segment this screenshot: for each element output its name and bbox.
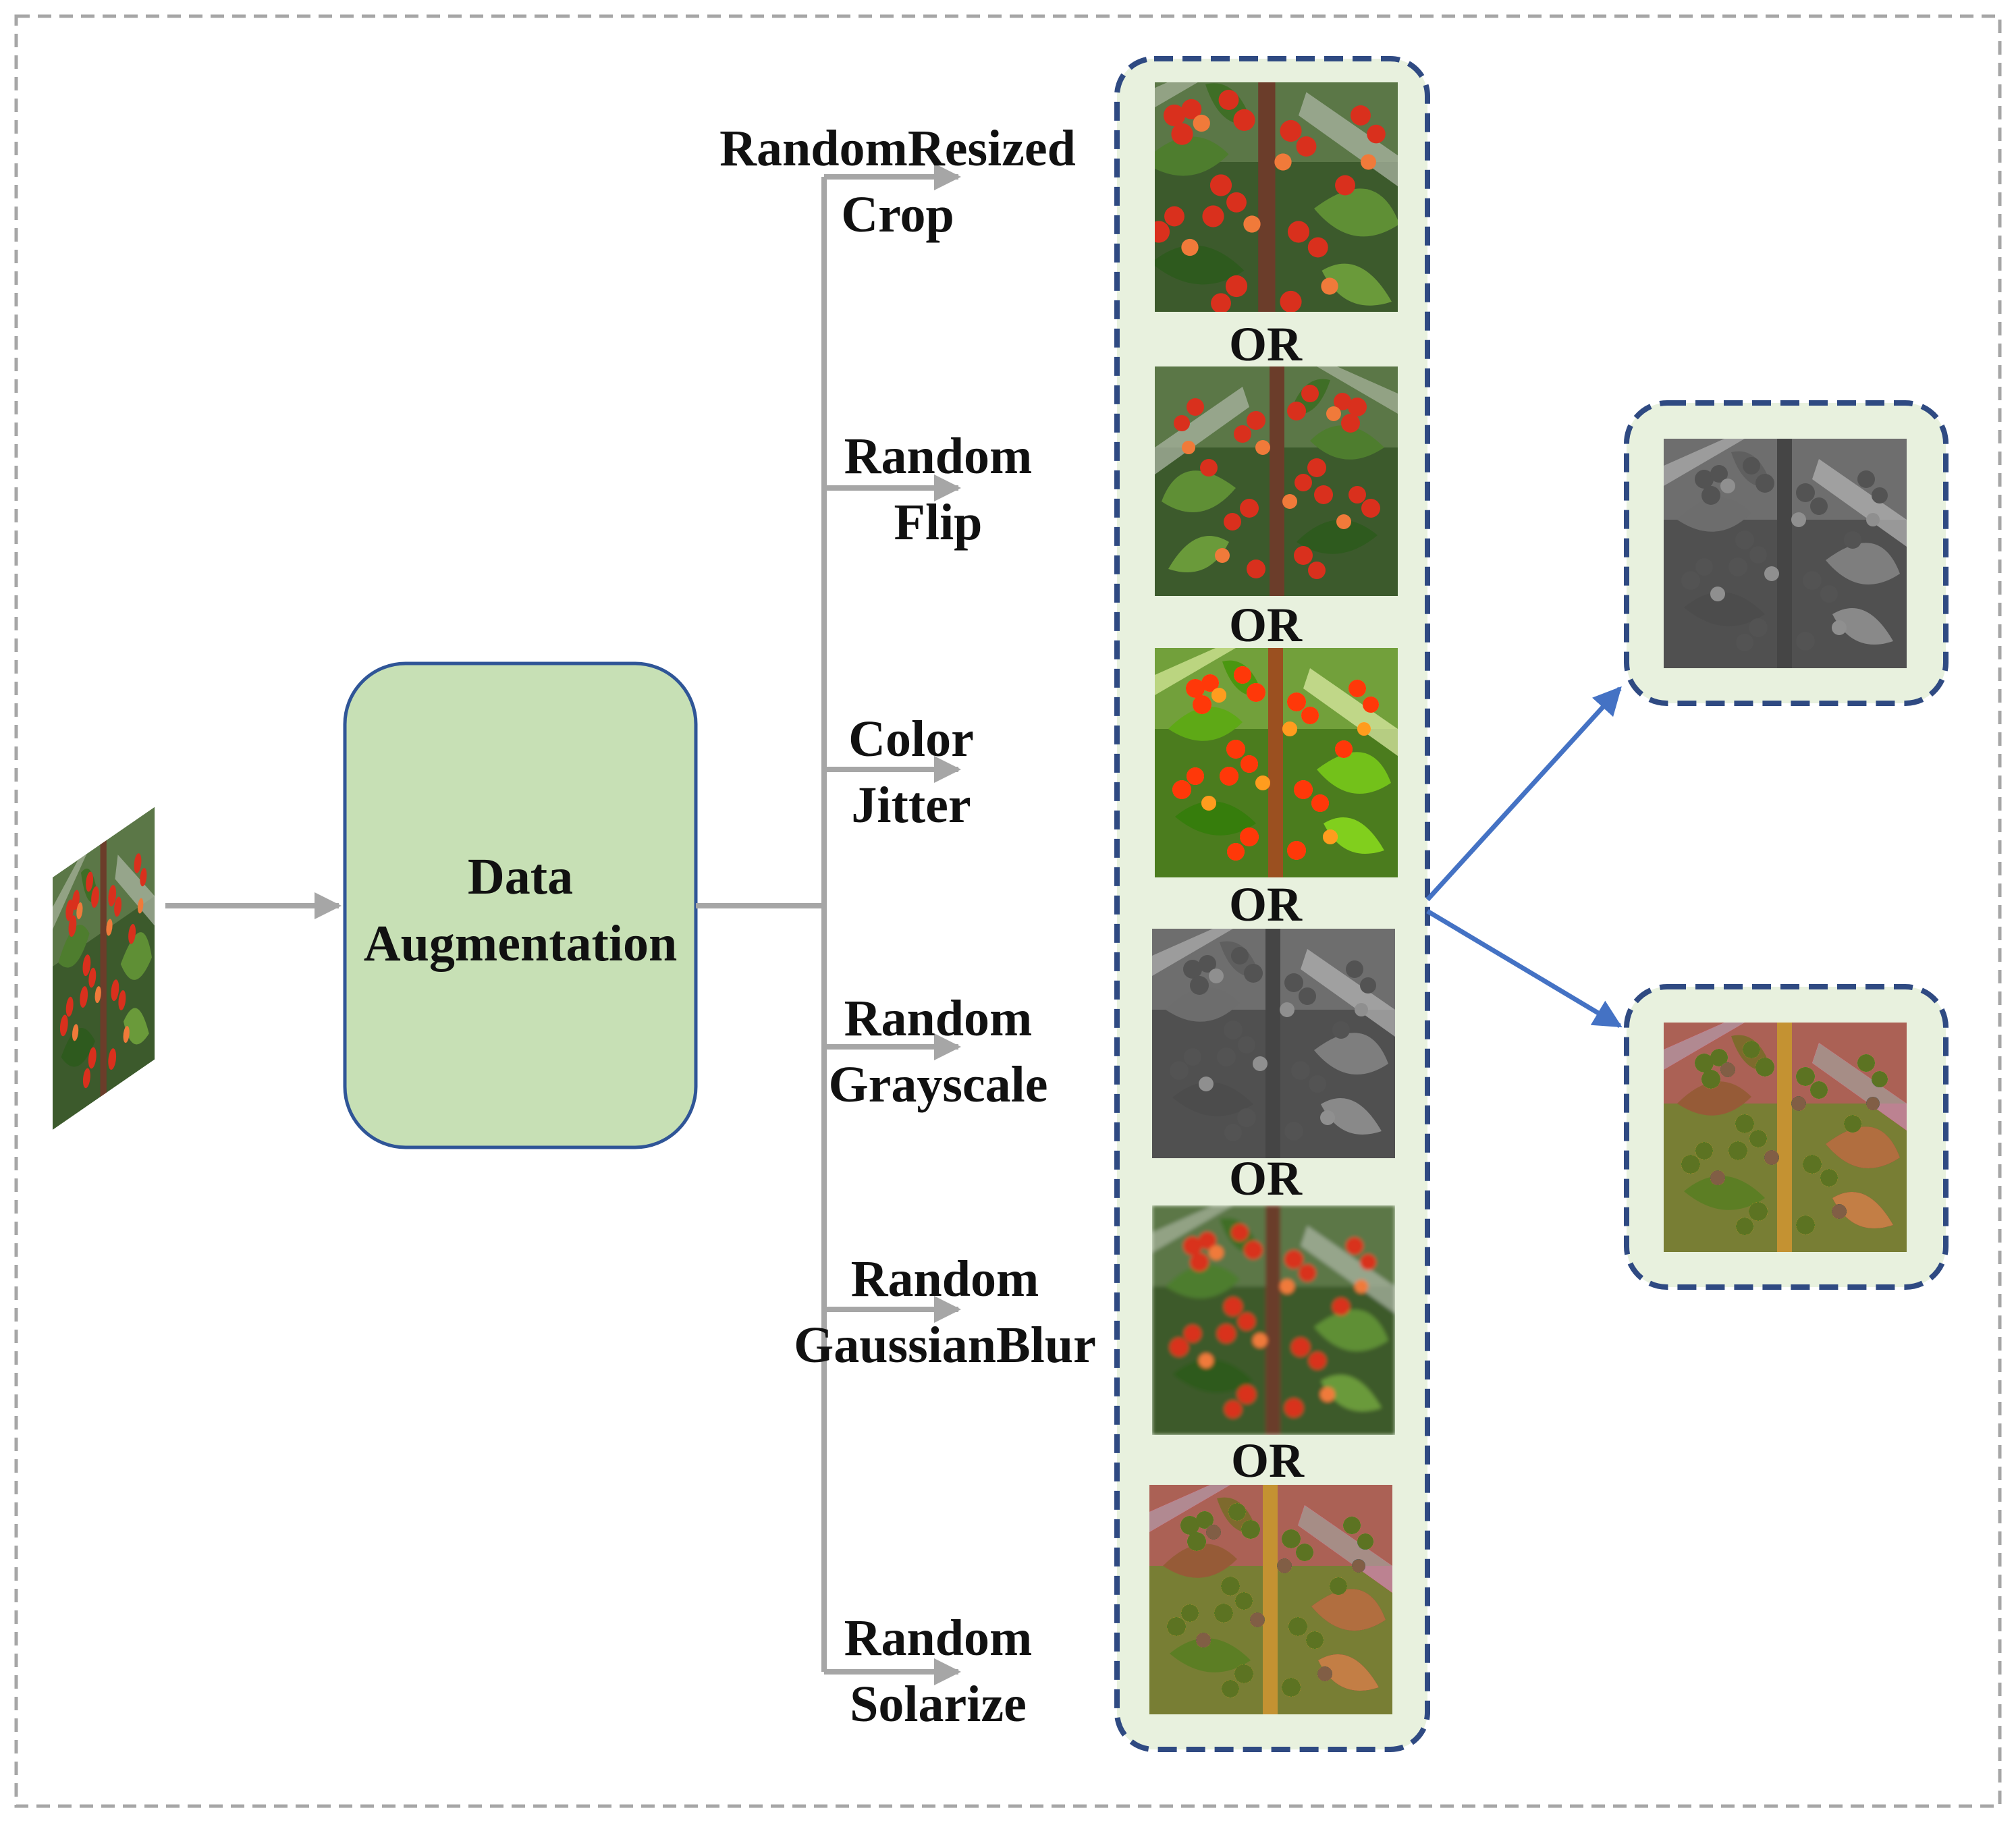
output-image-1 — [1664, 439, 1907, 668]
or-label-5: OR — [1231, 1434, 1304, 1488]
op-grayscale-line-1: Random — [844, 990, 1033, 1047]
output-arrow-top — [1425, 686, 1622, 902]
flip-image — [1155, 366, 1398, 596]
op-label-gaussian-blur: Random GaussianBlur — [763, 1253, 1127, 1371]
op-flip-line-1: Random — [844, 428, 1033, 485]
op-label-grayscale: Random Grayscale — [756, 993, 1120, 1110]
op-jitter-line-2: Jitter — [851, 777, 971, 834]
output-arrow-bottom — [1426, 908, 1623, 1029]
op-crop-line-2: Crop — [841, 186, 954, 243]
op-label-solarize: Random Solarize — [756, 1612, 1120, 1730]
op-solarize-line-2: Solarize — [850, 1676, 1027, 1733]
or-label-1: OR — [1229, 317, 1302, 371]
op-label-color-jitter: Color Jitter — [729, 713, 1093, 831]
op-solarize-line-1: Random — [844, 1610, 1033, 1666]
or-label-4: OR — [1229, 1151, 1302, 1205]
output-image-2 — [1664, 1023, 1907, 1252]
op-crop-line-1: RandomResized — [719, 120, 1076, 177]
solarize-image — [1149, 1485, 1392, 1714]
op-flip-line-2: Flip — [894, 494, 983, 551]
or-label-2: OR — [1229, 598, 1302, 652]
data-augmentation-label: Data Augmentation — [345, 844, 696, 977]
crop-image — [1155, 82, 1398, 312]
grayscale-image — [1152, 929, 1395, 1158]
color-jitter-image — [1155, 648, 1398, 877]
outer-border — [14, 14, 2002, 1808]
or-label-3: OR — [1229, 877, 1302, 931]
op-label-crop: RandomResized Crop — [682, 123, 1114, 240]
op-label-flip: Random Flip — [756, 431, 1120, 548]
op-blur-line-2: GaussianBlur — [794, 1317, 1096, 1373]
gaussian-blur-image — [1152, 1205, 1395, 1435]
op-blur-line-1: Random — [850, 1251, 1039, 1307]
box-line-2: Augmentation — [363, 915, 678, 972]
op-jitter-line-1: Color — [848, 711, 974, 767]
box-line-1: Data — [467, 848, 574, 905]
op-grayscale-line-2: Grayscale — [828, 1056, 1048, 1113]
input-image — [53, 807, 155, 1130]
